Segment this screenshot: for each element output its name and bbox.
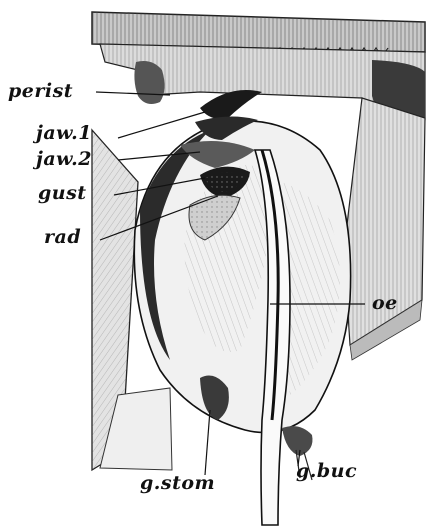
right-body-wall [344, 98, 425, 360]
label-rad: rad [44, 228, 81, 247]
buccal-mass [134, 121, 350, 433]
leader-gstom [205, 410, 210, 475]
label-oe: oe [372, 294, 398, 313]
label-gust: gust [38, 184, 87, 203]
label-gbuc: g.buc [296, 462, 357, 481]
label-perist: perist [8, 82, 73, 101]
label-jaw2: jaw.2 [36, 150, 92, 169]
label-jaw1: jaw.1 [36, 124, 92, 143]
leader-jaw1 [118, 112, 205, 138]
label-gstom: g.stom [140, 474, 215, 493]
